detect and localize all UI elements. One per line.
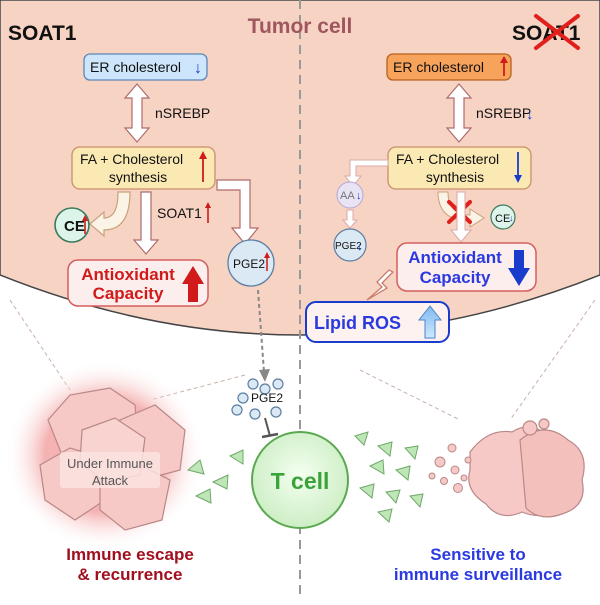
right-fa-line1: FA + Cholesterol — [396, 151, 499, 167]
right-ce-down-arrow-icon: ↓ — [509, 213, 514, 223]
right-outcome-line2: immune surveillance — [394, 565, 562, 584]
left-nsrebp-label: nSREBP — [155, 105, 210, 121]
right-aa-label: AA — [340, 190, 355, 202]
right-pge2-label: PGE2 — [335, 241, 362, 252]
right-lipid-ros-box — [305, 301, 450, 343]
left-ce-circle — [54, 207, 90, 243]
left-fa-line1: FA + Cholesterol — [80, 151, 183, 167]
left-antioxidant-line2: Capacity — [93, 284, 164, 303]
left-fa-to-pge2-arrow — [216, 179, 260, 245]
left-outcome-line1: Immune escape — [66, 545, 194, 564]
left-ce-label: CE — [64, 218, 85, 235]
right-er-cholesterol-box — [386, 53, 512, 81]
right-aa-circle — [336, 181, 364, 209]
right-antioxidant-line2: Capacity — [420, 268, 491, 287]
right-nsrebp-down-arrow-icon: ↓ — [526, 106, 534, 123]
left-antioxidant-box — [67, 259, 209, 307]
right-lipid-ros-up-arrow-icon — [417, 305, 443, 339]
right-aa-to-pge2-arrow — [341, 209, 359, 229]
right-fa-to-aa-arrow — [343, 159, 389, 187]
right-er-cholesterol-label: ER cholesterol — [393, 59, 484, 75]
right-fa-line2: synthesis — [426, 169, 484, 185]
right-antioxidant-down-arrow-icon — [508, 250, 530, 286]
right-pge2-down-arrow-icon: ↓ — [357, 241, 363, 253]
right-antioxidant-box — [396, 242, 537, 292]
zoom-lines — [9, 299, 596, 421]
pge2-inhibition-line — [264, 417, 271, 437]
right-antioxidant-to-ros-arrow — [366, 269, 395, 301]
right-ce-circle — [490, 204, 516, 230]
under-attack-line1: Under Immune — [67, 456, 153, 471]
left-er-fa-double-arrow — [123, 83, 151, 143]
dying-tumor-cells — [468, 418, 585, 518]
left-fa-to-ce-arrow — [89, 191, 131, 238]
right-fa-to-antioxidant-arrow — [449, 191, 473, 243]
left-antioxidant-up-arrow-icon — [182, 266, 204, 302]
right-fa-synthesis-box — [387, 146, 532, 190]
soat1-left-label: SOAT1 — [8, 22, 77, 45]
left-pge2-circle — [227, 239, 275, 287]
cytotoxic-granules-left — [186, 449, 244, 504]
left-pge2-label: PGE2 — [233, 257, 265, 271]
tcell-circle — [251, 431, 349, 529]
right-pge2-circle — [333, 228, 367, 262]
left-er-cholesterol-label: ER cholesterol — [90, 59, 181, 75]
under-attack-line2: Attack — [92, 473, 129, 488]
tumor-cell-title: Tumor cell — [248, 15, 353, 38]
left-er-cholesterol-box — [83, 53, 208, 81]
left-outcome-line2: & recurrence — [78, 565, 183, 584]
secreted-pge2-label: PGE2 — [251, 391, 283, 405]
left-fa-to-antioxidant-arrow — [132, 191, 160, 255]
left-fa-synthesis-box — [71, 146, 216, 190]
secreted-pge2-molecules — [231, 378, 284, 420]
right-outcome-line1: Sensitive to — [430, 545, 525, 564]
right-ce-label: CE — [495, 213, 510, 225]
right-er-fa-double-arrow — [445, 83, 473, 143]
left-soat1-enzyme-label: SOAT1 — [157, 205, 202, 221]
tcell-label: T cell — [271, 468, 330, 494]
right-lipid-ros-label: Lipid ROS — [314, 313, 401, 333]
cytotoxic-granules-right — [354, 431, 424, 523]
right-antioxidant-line1: Antioxidant — [408, 248, 502, 267]
soat1-knockout-x-icon — [534, 14, 580, 50]
left-antioxidant-line1: Antioxidant — [81, 265, 175, 284]
right-nsrebp-label: nSREBP — [476, 105, 531, 121]
right-aa-down-arrow-icon: ↓ — [356, 190, 362, 202]
left-fa-line2: synthesis — [109, 169, 167, 185]
under-attack-label-bg — [60, 452, 160, 488]
left-er-down-arrow-icon: ↓ — [194, 60, 202, 77]
apoptotic-fragments — [428, 443, 472, 493]
